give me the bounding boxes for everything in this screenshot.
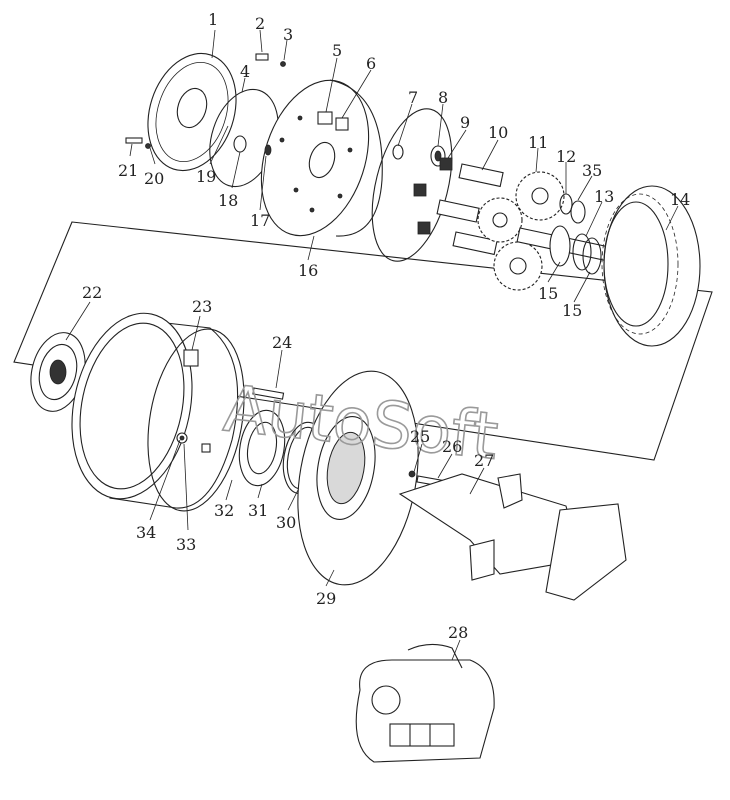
callout-1: 1: [208, 10, 218, 29]
callout-34: 34: [136, 523, 156, 542]
callout-15a: 15: [538, 284, 558, 303]
part-stud-23: [183, 349, 199, 367]
callout-28: 28: [448, 623, 468, 642]
callout-3: 3: [283, 25, 293, 44]
part-gasket-9: [371, 108, 453, 262]
part-axle-housing-27: [398, 473, 627, 601]
part-hub-housing-32: [71, 312, 245, 512]
callout-31: 31: [248, 501, 268, 520]
part-planet-pins-10: [413, 157, 504, 256]
part-brake-disc-29: [297, 370, 419, 586]
callout-4: 4: [240, 62, 250, 81]
callout-11: 11: [528, 133, 548, 152]
leader-lines: [65, 29, 679, 661]
callout-13: 13: [594, 187, 614, 206]
part-bolt-24: [252, 387, 285, 400]
callout-29: 29: [316, 589, 336, 608]
callout-12: 12: [556, 147, 576, 166]
callout-10: 10: [488, 123, 508, 142]
part-planet-gears-11: [477, 171, 565, 291]
callout-32: 32: [214, 501, 234, 520]
callout-5: 5: [332, 41, 342, 60]
callout-labels: 1 2 3 4 5 6 7 8 9 10 11 12 13 14 15 15 1…: [82, 10, 690, 642]
callout-15b: 15: [562, 301, 582, 320]
part-ring-gear-14: [601, 185, 701, 347]
callout-25: 25: [410, 427, 430, 446]
callout-22: 22: [82, 283, 102, 302]
callout-18: 18: [218, 191, 238, 210]
callout-7: 7: [408, 88, 418, 107]
callout-23: 23: [192, 297, 212, 316]
callout-2: 2: [255, 14, 265, 33]
callout-8: 8: [438, 88, 448, 107]
callout-24: 24: [272, 333, 292, 352]
callout-9: 9: [460, 113, 470, 132]
callout-20: 20: [144, 169, 164, 188]
part-end-cover-1: [147, 52, 237, 172]
callout-21: 21: [118, 161, 138, 180]
callout-14: 14: [670, 190, 690, 209]
callout-19: 19: [196, 167, 216, 186]
part-brake-caliper-28: [355, 643, 495, 763]
callout-35: 35: [582, 161, 602, 180]
callout-6: 6: [366, 54, 376, 73]
callout-30: 30: [276, 513, 296, 532]
part-seal-22: [30, 332, 86, 412]
callout-33: 33: [176, 535, 196, 554]
part-bearing-31: [238, 409, 286, 487]
callout-27: 27: [474, 451, 494, 470]
part-carrier-plate-16: [260, 79, 383, 237]
callout-26: 26: [442, 437, 462, 456]
callout-16: 16: [298, 261, 318, 280]
callout-17: 17: [250, 211, 270, 230]
